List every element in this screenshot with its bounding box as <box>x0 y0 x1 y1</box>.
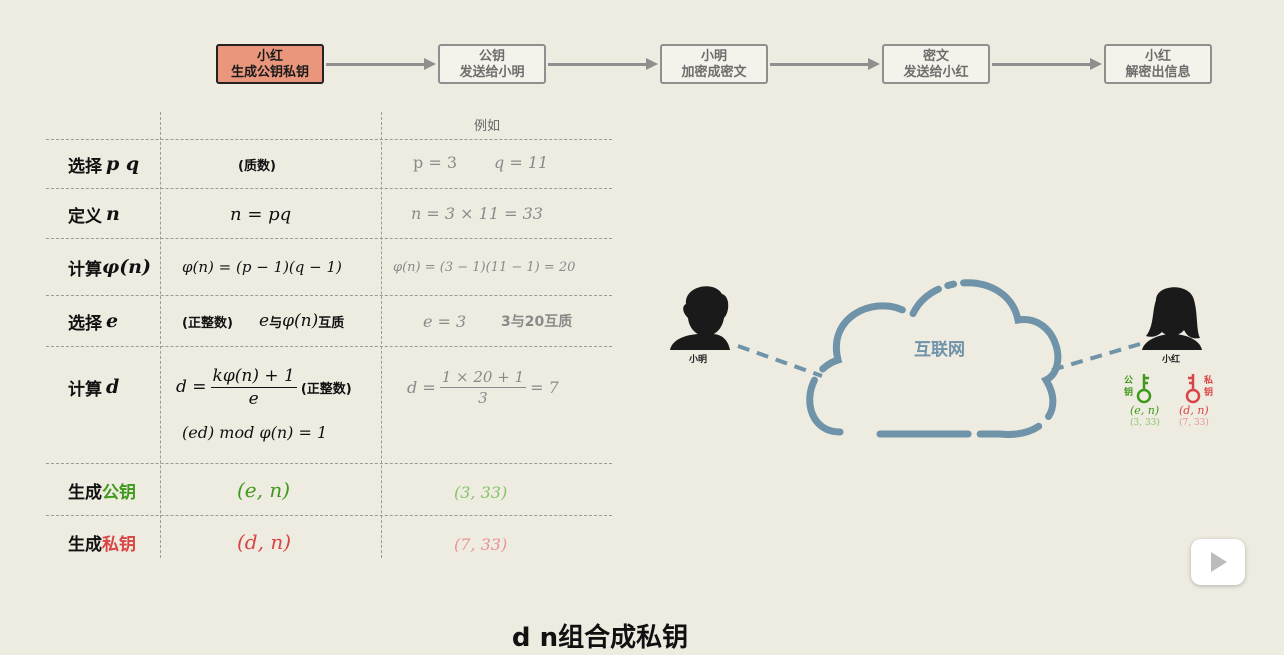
step-actor: 小红 <box>256 49 283 64</box>
phi-formula: φ(n) = (p − 1)(q − 1) <box>182 258 342 276</box>
table-divider <box>160 112 161 558</box>
public-key-pair-small: (e, n) <box>1130 403 1160 417</box>
flow-step-generate-keys: 小红 生成公钥私钥 <box>216 44 324 84</box>
d-fraction: kφ(n) + 1 e <box>210 365 297 409</box>
table-divider <box>46 346 612 347</box>
step-action: 解密出信息 <box>1125 65 1191 80</box>
positive-integer-note: (正整数) <box>182 315 233 331</box>
example-p: p = 3 <box>413 152 457 172</box>
row-label-private-key: 生成私钥 <box>68 534 136 555</box>
private-key-pair: (d, n) <box>237 530 292 554</box>
step-actor: 小红 <box>1144 49 1171 64</box>
example-phi: φ(n) = (3 − 1)(11 − 1) = 20 <box>393 259 576 275</box>
step-actor: 公钥 <box>478 49 505 64</box>
private-key-pair-small: (d, n) <box>1179 403 1209 417</box>
table-divider <box>46 238 612 239</box>
public-key-example: (3, 33) <box>454 482 508 502</box>
flow-step-send-public-key: 公钥 发送给小明 <box>438 44 546 84</box>
prime-note: (质数) <box>238 158 276 174</box>
example-d-fraction: 1 × 20 + 1 3 <box>439 367 527 407</box>
n-formula: n = pq <box>230 203 292 225</box>
play-icon <box>1211 552 1227 572</box>
table-divider <box>46 295 612 296</box>
example-q: q = 11 <box>494 152 549 172</box>
step-action: 生成公钥私钥 <box>230 65 309 80</box>
table-divider <box>46 515 612 516</box>
xiaoming-avatar-icon <box>670 286 730 350</box>
connection-xiaohong <box>1051 342 1141 372</box>
flow-step-decrypt: 小红 解密出信息 <box>1104 44 1212 84</box>
public-key-icon <box>1136 374 1152 404</box>
example-n: n = 3 × 11 = 33 <box>411 203 543 223</box>
play-button[interactable] <box>1191 539 1245 585</box>
public-key-pair: (e, n) <box>237 478 291 502</box>
example-d: d = 1 × 20 + 1 3 = 7 <box>407 367 559 407</box>
row-label-public-key: 生成公钥 <box>68 482 136 503</box>
xiaohong-avatar-icon <box>1142 287 1202 350</box>
example-e: e = 3 <box>423 311 467 331</box>
cloud-label: 互联网 <box>914 339 965 360</box>
d-formula: d = kφ(n) + 1 e (正整数) <box>176 365 352 409</box>
mod-condition: (ed) mod φ(n) = 1 <box>182 422 328 442</box>
private-key-label: 私钥 <box>1204 376 1214 398</box>
public-key-values: (3, 33) <box>1130 418 1160 428</box>
public-key-label: 公钥 <box>1124 376 1134 398</box>
private-key-values: (7, 33) <box>1179 418 1209 428</box>
xiaohong-label: 小红 <box>1162 354 1181 365</box>
table-divider <box>46 139 612 140</box>
table-divider <box>46 463 612 464</box>
flow-arrow <box>992 58 1102 70</box>
flow-step-send-ciphertext: 密文 发送给小红 <box>882 44 990 84</box>
step-actor: 小明 <box>700 49 727 64</box>
flow-step-encrypt: 小明 加密成密文 <box>660 44 768 84</box>
example-header: 例如 <box>474 118 501 134</box>
table-divider <box>46 188 612 189</box>
step-action: 加密成密文 <box>681 65 747 80</box>
private-key-icon <box>1185 374 1201 404</box>
subtitle-caption: d n组合成私钥 <box>511 623 689 653</box>
xiaoming-label: 小明 <box>689 354 708 365</box>
step-action: 发送给小红 <box>903 65 969 80</box>
flow-arrow <box>548 58 658 70</box>
flow-arrow <box>326 58 436 70</box>
step-actor: 密文 <box>922 49 949 64</box>
table-divider <box>381 112 382 558</box>
step-action: 发送给小明 <box>459 65 525 80</box>
flow-arrow <box>770 58 880 70</box>
private-key-example: (7, 33) <box>454 534 508 554</box>
connection-xiaoming <box>737 344 823 378</box>
example-coprime-note: 3与20互质 <box>501 314 573 330</box>
